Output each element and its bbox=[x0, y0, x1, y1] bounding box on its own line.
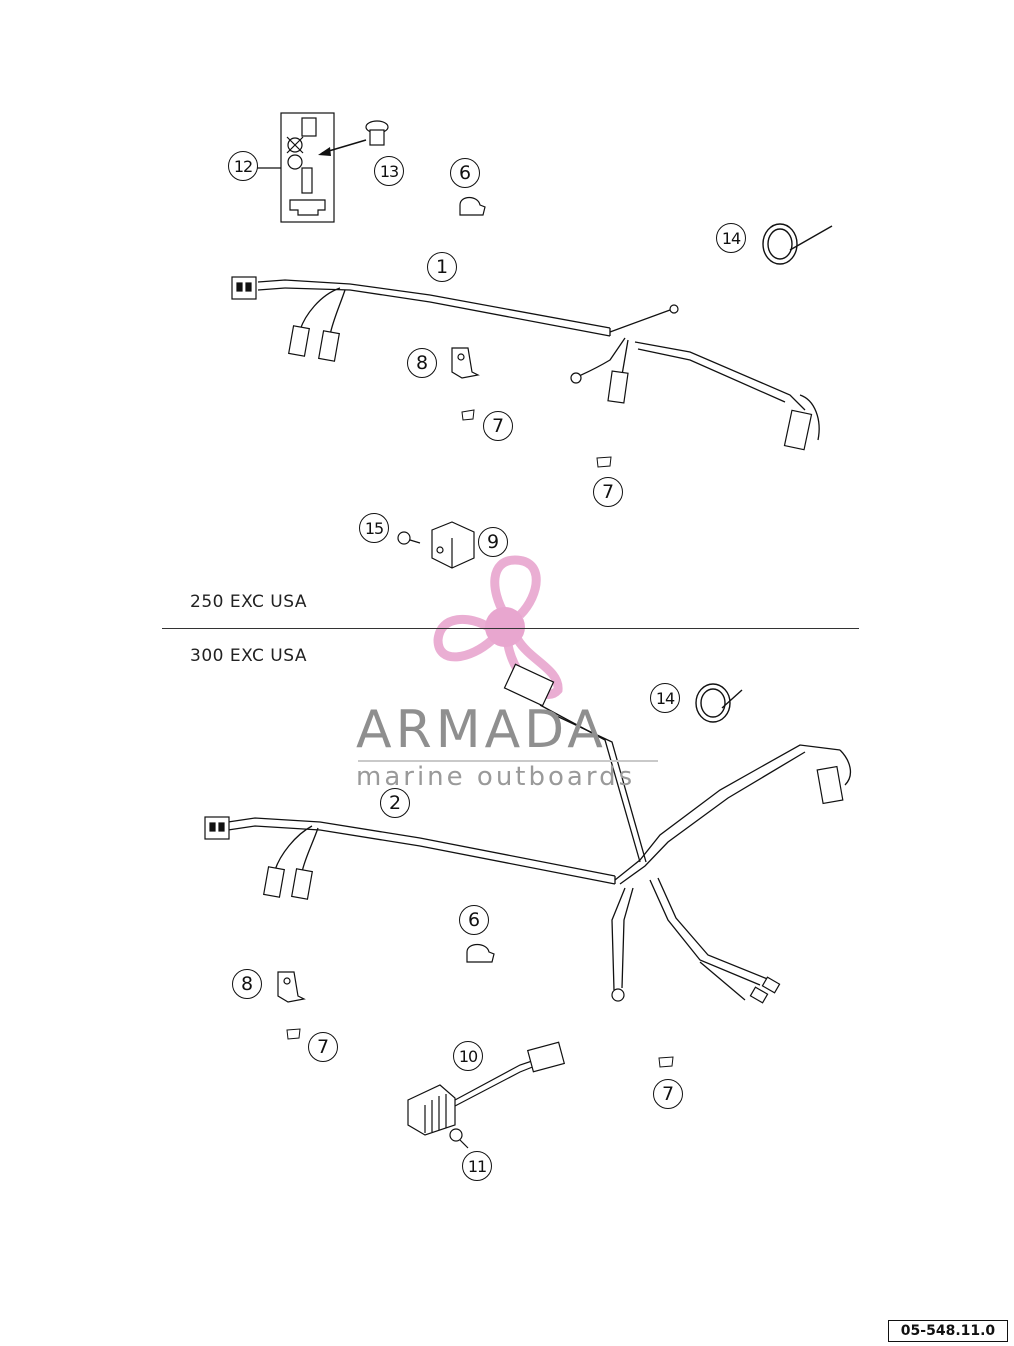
watermark-divider bbox=[358, 760, 658, 762]
item-7-clip-icon-2 bbox=[286, 1028, 674, 1068]
harness-1-connector-icon bbox=[231, 276, 813, 451]
item-7-clip-icon bbox=[461, 409, 612, 468]
item-8-bracket-icon bbox=[451, 347, 480, 379]
diagram-reference-number: 05-548.11.0 bbox=[888, 1320, 1008, 1342]
callout-2[interactable]: 2 bbox=[380, 788, 410, 818]
section-divider bbox=[162, 628, 859, 629]
callout-9[interactable]: 9 bbox=[478, 527, 508, 557]
callout-8-top[interactable]: 8 bbox=[407, 348, 437, 378]
item-15-screw-icon bbox=[397, 531, 421, 545]
callout-13[interactable]: 13 bbox=[374, 156, 404, 186]
wiring-harness-1 bbox=[257, 279, 820, 441]
item-12-ignition-parts-icon bbox=[280, 112, 335, 223]
wiring-harness-2 bbox=[227, 704, 852, 1001]
item-10-regulator-icon bbox=[407, 1041, 566, 1136]
item-13-cap-icon bbox=[365, 120, 389, 146]
item-6-clip-icon bbox=[459, 196, 486, 216]
callout-11[interactable]: 11 bbox=[462, 1151, 492, 1181]
item-14-cable-tie-icon bbox=[762, 223, 833, 265]
item-14-cable-tie-icon-2 bbox=[695, 683, 743, 723]
model-label-bottom: 300 EXC USA bbox=[190, 646, 307, 666]
callout-7-bottom-left[interactable]: 7 bbox=[308, 1032, 338, 1062]
model-label-top: 250 EXC USA bbox=[190, 592, 307, 612]
harness-2-connector-icon bbox=[204, 663, 844, 1004]
callout-6-top[interactable]: 6 bbox=[450, 158, 480, 188]
item-8-bracket-icon-2 bbox=[277, 971, 306, 1003]
callout-14-bottom[interactable]: 14 bbox=[650, 683, 680, 713]
callout-12[interactable]: 12 bbox=[228, 151, 258, 181]
callout-7-top-left[interactable]: 7 bbox=[483, 411, 513, 441]
item-9-relay-icon bbox=[431, 521, 475, 569]
watermark-hub-icon bbox=[485, 607, 525, 647]
callout-7-bottom-right[interactable]: 7 bbox=[653, 1079, 683, 1109]
callout-14-top[interactable]: 14 bbox=[716, 223, 746, 253]
item-6-clip-icon-2 bbox=[466, 943, 495, 963]
callout-7-top-right[interactable]: 7 bbox=[593, 477, 623, 507]
callout-6-bottom[interactable]: 6 bbox=[459, 905, 489, 935]
callout-15[interactable]: 15 bbox=[359, 513, 389, 543]
callout-10[interactable]: 10 bbox=[453, 1041, 483, 1071]
callout-1[interactable]: 1 bbox=[427, 252, 457, 282]
watermark-tagline: marine outboards bbox=[356, 762, 636, 792]
callout-8-bottom[interactable]: 8 bbox=[232, 969, 262, 999]
item-11-screw-icon bbox=[449, 1128, 469, 1149]
watermark-brand: ARMADA bbox=[356, 700, 607, 760]
